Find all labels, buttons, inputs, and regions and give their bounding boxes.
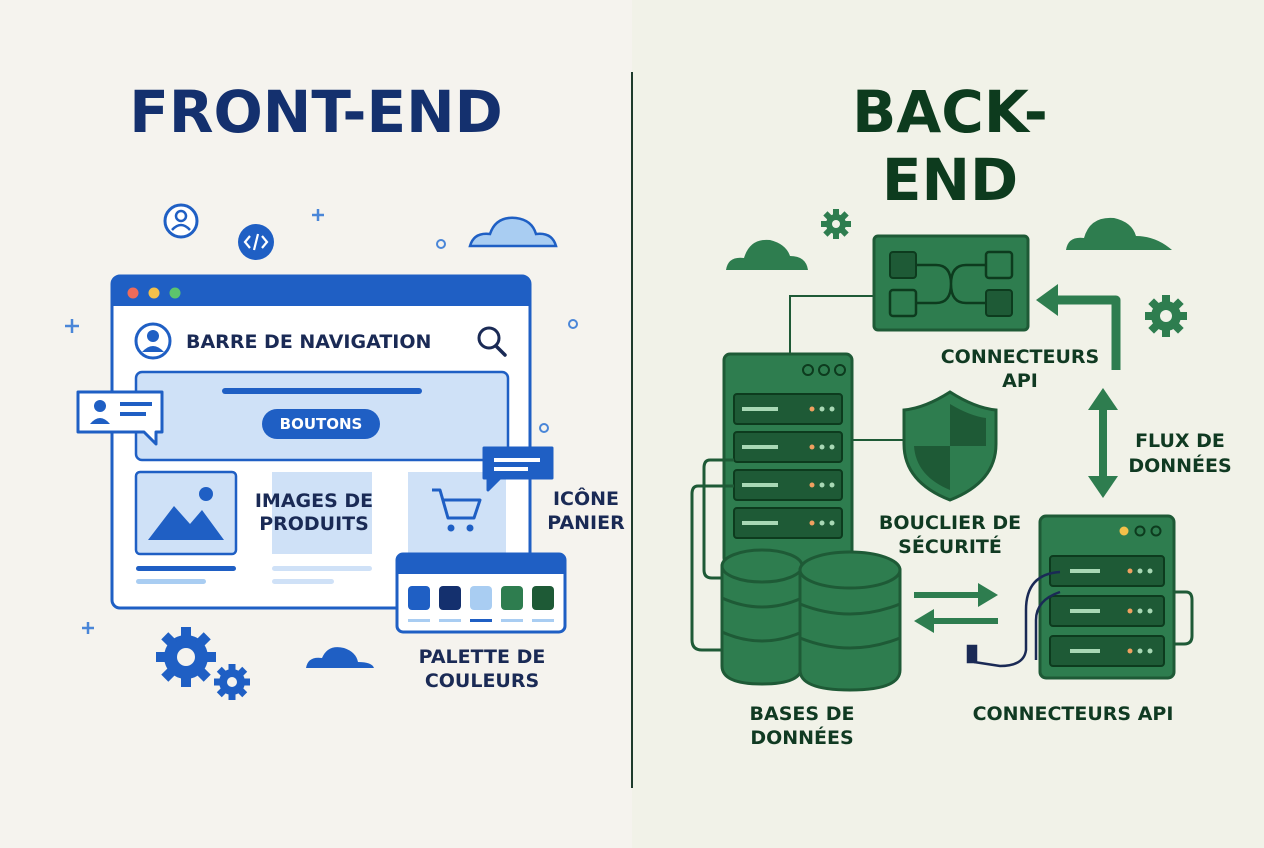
palette-label-line1: PALETTE DE (418, 646, 546, 668)
gear-icon (214, 664, 250, 700)
cart-icon-label-line1: ICÔNE (552, 488, 620, 510)
databases-label-line1: BASES DE (749, 703, 855, 725)
cloud-icon (468, 216, 558, 248)
product-images-label-line2: PRODUITS (259, 513, 369, 535)
palette-label-line2: COULEURS (424, 670, 540, 692)
user-icon (163, 203, 199, 239)
api-connectors-bottom-label: CONNECTEURS API (972, 703, 1174, 725)
cable-icon (1174, 590, 1194, 646)
gear-icon (156, 627, 216, 687)
chat-icon (482, 446, 554, 492)
nav-user-icon (134, 322, 172, 360)
cable-icon (690, 458, 734, 652)
gear-icon (821, 209, 851, 239)
api-connectors-top-label-line2: API (1002, 370, 1038, 392)
code-icon (238, 224, 274, 260)
palette-card (395, 552, 567, 634)
database-icon (720, 548, 804, 686)
shield-icon (902, 390, 998, 502)
product-placeholder-card (272, 472, 372, 584)
server-icon (722, 352, 854, 566)
api-connectors-top-label-line1: CONNECTEURS (940, 346, 1100, 368)
network-icon (872, 234, 1030, 332)
databases-label-line2: DONNÉES (750, 727, 854, 749)
flow-arrow (1036, 284, 1121, 370)
cloud-icon (726, 239, 808, 270)
sync-arrows (914, 583, 998, 633)
gear-icon (1145, 295, 1187, 337)
server-icon (1038, 514, 1176, 680)
sparkle-icon (65, 209, 324, 634)
product-images-label-line1: IMAGES DE (254, 490, 374, 512)
data-flow-label-line1: FLUX DE (1135, 430, 1225, 452)
cable-icon (966, 570, 1061, 668)
chat-icon (76, 390, 164, 446)
cart-icon (432, 488, 482, 532)
cart-icon-label-line2: PANIER (547, 512, 625, 534)
connector-line (789, 295, 874, 354)
nav-bar-label: BARRE DE NAVIGATION (186, 331, 432, 353)
product-image-card (134, 470, 238, 584)
front-end-title: FRONT-END (129, 78, 503, 146)
security-shield-label-line2: SÉCURITÉ (898, 536, 1002, 558)
back-end-title: BACK-END (852, 78, 1048, 214)
database-icon (798, 550, 902, 692)
dot-icon (436, 239, 578, 433)
security-shield-label-line1: BOUCLIER DE (878, 512, 1022, 534)
cloud-icon (306, 647, 374, 668)
hero-banner (134, 370, 510, 462)
data-flow-arrow (1088, 388, 1118, 498)
center-divider (631, 72, 633, 788)
search-icon (477, 326, 507, 357)
cloud-icon (1066, 217, 1172, 250)
buttons-label[interactable]: BOUTONS (279, 415, 363, 433)
data-flow-label-line2: DONNÉES (1128, 455, 1232, 477)
